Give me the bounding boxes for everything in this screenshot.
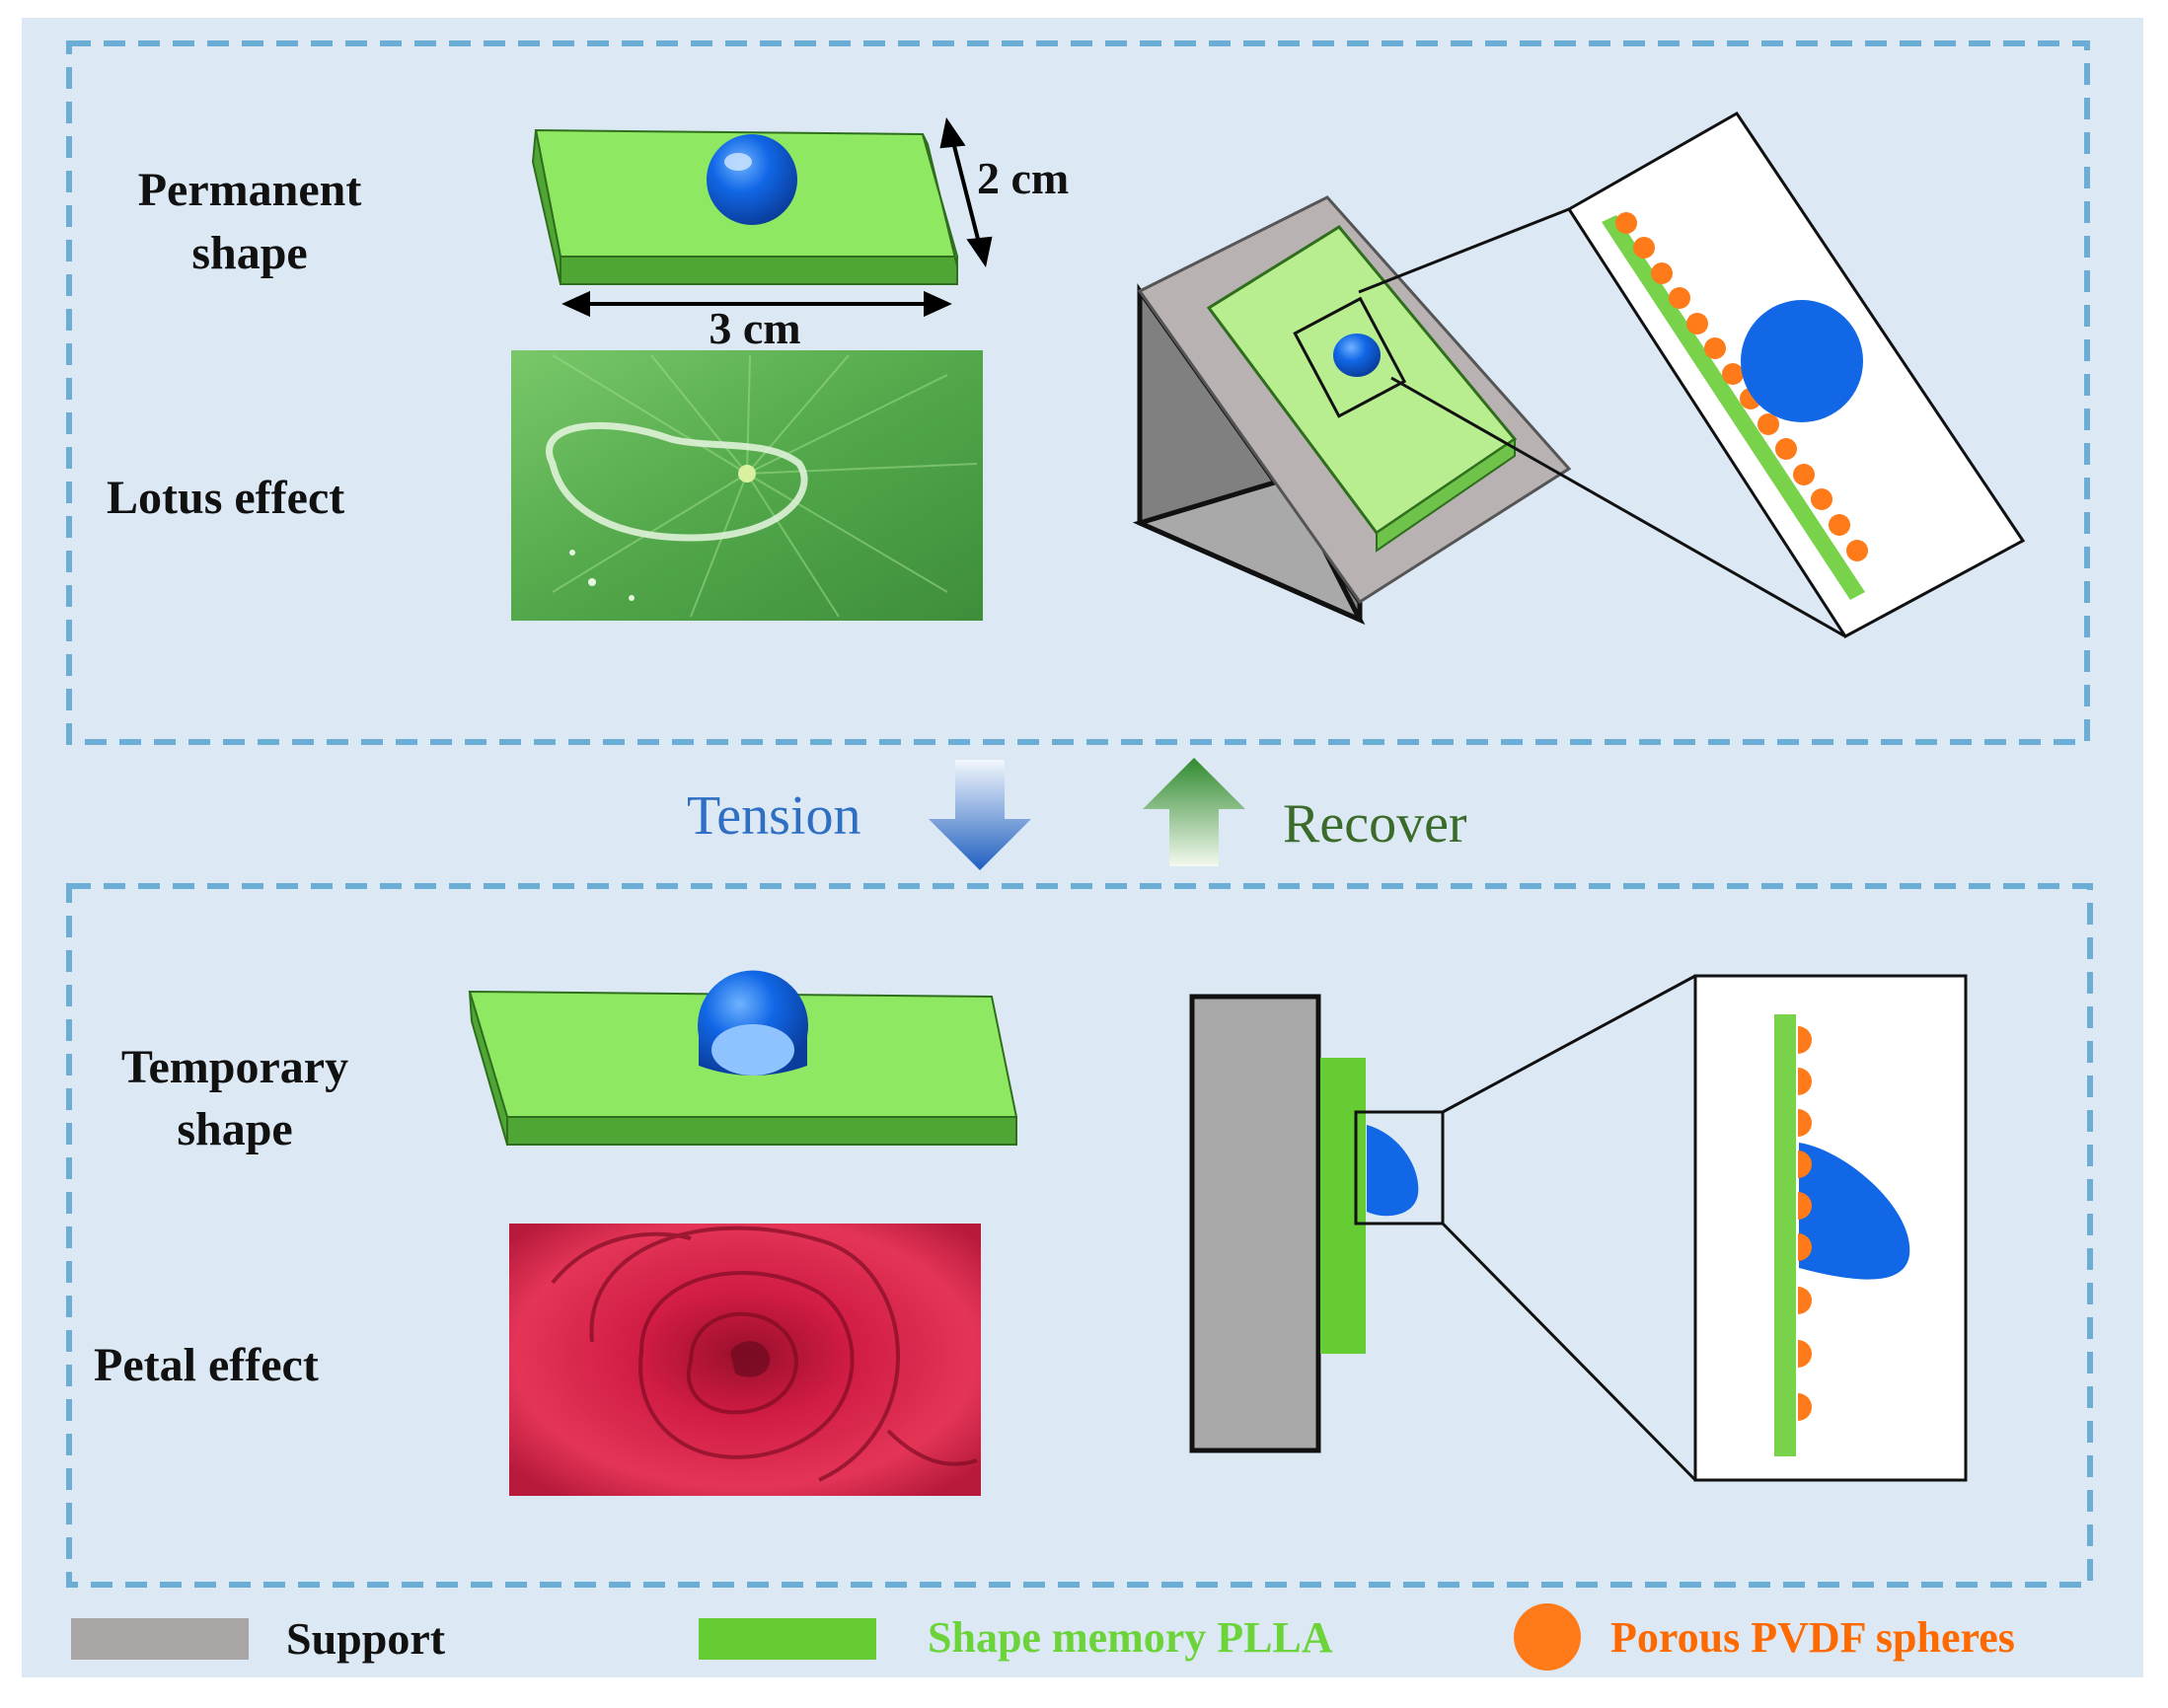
temporary-shape-label-line2: shape [177,1103,292,1155]
permanent-shape-label-line1: Permanent [138,164,362,216]
legend: Support Shape memory PLLA Porous PVDF sp… [71,1603,2015,1671]
zoom-inset-tilted [1566,111,2026,638]
droplet-tilted [1333,334,1381,377]
petal-effect-label: Petal effect [94,1339,319,1391]
legend-swatch-plla [699,1618,876,1660]
support-vertical [1189,994,1321,1453]
legend-label-support: Support [286,1613,446,1664]
droplet-vertical [1367,1125,1419,1217]
dimension-height-label: 2 cm [977,153,1069,203]
temporary-shape-label-line1: Temporary [121,1041,348,1093]
rose-petal-photo [509,1224,981,1496]
tension-arrow-icon [929,760,1031,870]
zoom-box-tilted [1293,296,1407,418]
droplet-temporary-contact [711,1024,794,1076]
temporary-panel-frame [66,883,2093,1588]
recover-arrow-icon [1143,758,1245,866]
permanent-shape-label-line2: shape [191,227,307,279]
recover-label: Recover [1283,793,1467,854]
legend-swatch-pvdf [1514,1603,1581,1671]
dimension-width-label: 3 cm [709,303,800,353]
lotus-leaf-photo [511,350,983,621]
tension-label: Tension [687,785,861,847]
droplet-permanent [707,134,797,225]
dimension-arrow-width [561,290,952,318]
lotus-effect-label: Lotus effect [107,472,344,524]
plla-film-tilted [1206,225,1518,553]
zoom-inset-vertical [1693,974,1968,1482]
permanent-panel: Permanent shape 2 cm 3 cm [66,40,2090,745]
legend-label-pvdf: Porous PVDF spheres [1610,1613,2015,1662]
temporary-panel: Temporary shape Petal effect [66,883,2093,1588]
transition-row: Tension Recover [687,758,1467,870]
permanent-panel-frame [66,40,2090,745]
legend-swatch-support [71,1618,249,1660]
plla-film-vertical [1320,1058,1366,1354]
dimension-arrow-height [939,116,993,268]
legend-label-plla: Shape memory PLLA [928,1613,1333,1662]
zoom-box-vertical [1354,1110,1445,1225]
